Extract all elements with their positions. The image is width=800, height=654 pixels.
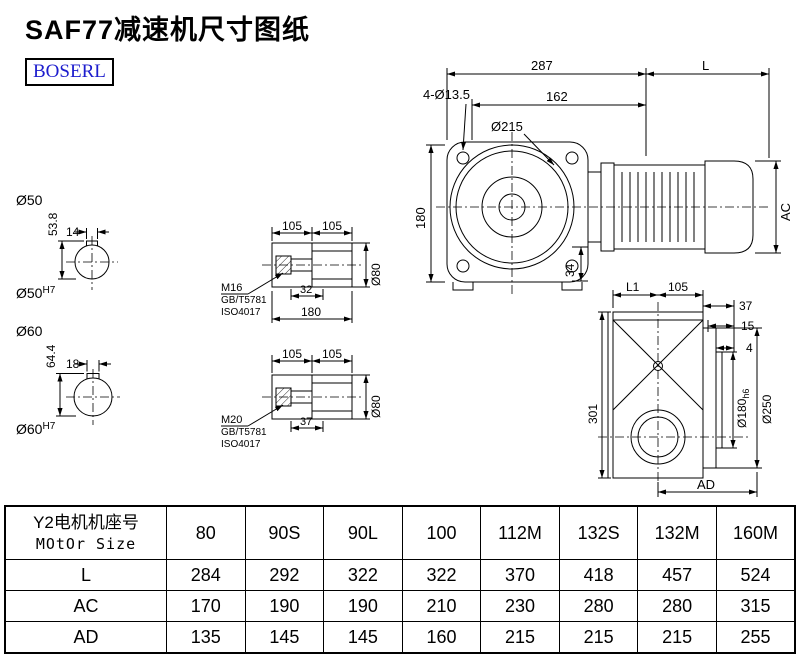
dim-180len-label: 180 [301,305,321,319]
dim-34-label: 34 [563,263,577,277]
dim-105s-label: 105 [668,280,688,294]
dim-180h-label: 180 [413,207,428,229]
row-label-AC: AC [4,590,167,622]
L-value: 418 [558,559,639,591]
L-value: 322 [401,559,482,591]
dim-dia250-label: Ø250 [760,394,774,424]
dim-105c-label: 105 [282,347,302,361]
dim-105a-label: 105 [282,219,302,233]
AC-value: 190 [244,590,325,622]
L-value: 524 [715,559,796,591]
dim-37len-label: 37 [300,416,312,428]
dim-dia80b-label: Ø80 [369,395,383,418]
dim-L-label: L [702,58,709,73]
table-row-AD: AD 135 145 145 160 215 215 215 255 [4,621,796,654]
dim-105b-label: 105 [322,219,342,233]
dim-keyheight50-label: 53.8 [46,212,60,236]
bore50-dia: Ø50 [16,285,43,301]
AD-value: 160 [401,621,482,654]
AD-value: 145 [244,621,325,654]
AD-value: 215 [480,621,560,654]
hollow-shaft-m16-view: 105 105 M16 GB/T5781 ISO4017 32 180 Ø80 [221,219,383,323]
bore60-dia: Ø60 [16,421,43,437]
dim-keyheight60-label: 64.4 [44,344,58,368]
page-title: SAF77减速机尺寸图纸 [25,15,311,45]
dim-bore60-label: Ø60H7 [16,421,56,437]
shaft-section-50: Ø50 14 53.8 Ø50H7 [16,192,118,301]
AD-value: 215 [637,621,717,654]
size-header-90l: 90L [323,505,403,560]
standard-iso2-label: ISO4017 [221,439,261,450]
L-value: 457 [637,559,717,591]
L-value: 370 [480,559,560,591]
dim-162-label: 162 [546,89,568,104]
AD-value: 135 [166,621,246,654]
gearbox-front-view: 287 L 4-Ø13.5 162 Ø215 180 34 AC [413,58,793,296]
bore60-tolerance: H7 [42,421,55,432]
dim-287-label: 287 [531,58,553,73]
dim-AC-label: AC [778,203,793,221]
gearbox-side-view: L1 105 37 15 4 301 Ø180h6 Ø250 AD [586,280,774,497]
motor-size-header-zh: Y2电机机座号 [33,513,139,532]
size-header-132s: 132S [558,505,639,560]
dim-keywidth50-label: 14 [66,225,80,239]
AC-value: 230 [480,590,560,622]
dim-bore50-label: Ø50H7 [16,285,56,301]
dim-keywidth60-label: 18 [66,357,80,371]
dim-dia80a-label: Ø80 [369,263,383,286]
table-header-row: Y2电机机座号 MOtOr Size 80 90S 90L 100 112M 1… [4,505,796,560]
dim-holes-label: 4-Ø13.5 [423,87,470,102]
dia180-value: Ø180 [735,398,749,428]
AC-value: 170 [166,590,246,622]
shaft-section-60: Ø60 18 64.4 Ø60H7 [16,323,120,437]
size-header-132m: 132M [637,505,717,560]
technical-drawing: Ø50 14 53.8 Ø50H7 Ø60 [16,58,793,497]
AD-value: 255 [715,621,796,654]
table-row-AC: AC 170 190 190 210 230 280 280 315 [4,590,796,622]
size-header-90s: 90S [244,505,325,560]
L-value: 322 [323,559,403,591]
standard-gb-label: GB/T5781 [221,295,267,306]
size-header-80: 80 [166,505,246,560]
dim-15-label: 15 [741,319,755,333]
hollow-shaft-m20-view: 105 105 M20 GB/T5781 ISO4017 37 Ø80 [221,347,383,450]
dim-4-label: 4 [746,341,753,355]
AD-value: 215 [558,621,639,654]
dia180-tolerance: h6 [741,389,751,399]
dim-dia180h6-label: Ø180h6 [735,389,751,428]
boserl-logo: BOSERL [25,58,114,86]
dim-32-label: 32 [300,284,312,296]
thread-m16-label: M16 [221,282,242,294]
AC-value: 190 [323,590,403,622]
AC-value: 315 [715,590,796,622]
motor-size-header-cell: Y2电机机座号 MOtOr Size [4,505,167,560]
row-label-L: L [4,559,167,591]
size-header-100: 100 [401,505,482,560]
dim-dia50-label: Ø50 [16,192,43,208]
standard-gb2-label: GB/T5781 [221,427,267,438]
dimension-table: Y2电机机座号 MOtOr Size 80 90S 90L 100 112M 1… [4,505,796,654]
row-label-AD: AD [4,621,167,654]
dim-37s-label: 37 [739,299,753,313]
L-value: 284 [166,559,246,591]
bore50-tolerance: H7 [42,285,55,296]
dim-105d-label: 105 [322,347,342,361]
dim-301-label: 301 [586,404,600,424]
dim-dia215-label: Ø215 [491,119,523,134]
size-header-160m: 160M [715,505,796,560]
thread-m20-label: M20 [221,414,242,426]
AC-value: 210 [401,590,482,622]
dim-AD-label: AD [697,477,715,492]
dim-dia60-label: Ø60 [16,323,43,339]
dim-L1-label: L1 [626,280,640,294]
motor-size-header-en: MOtOr Size [35,535,137,553]
L-value: 292 [244,559,325,591]
size-header-112m: 112M [480,505,560,560]
AC-value: 280 [637,590,717,622]
standard-iso-label: ISO4017 [221,307,261,318]
table-row-L: L 284 292 322 322 370 418 457 524 [4,559,796,591]
AD-value: 145 [323,621,403,654]
AC-value: 280 [558,590,639,622]
